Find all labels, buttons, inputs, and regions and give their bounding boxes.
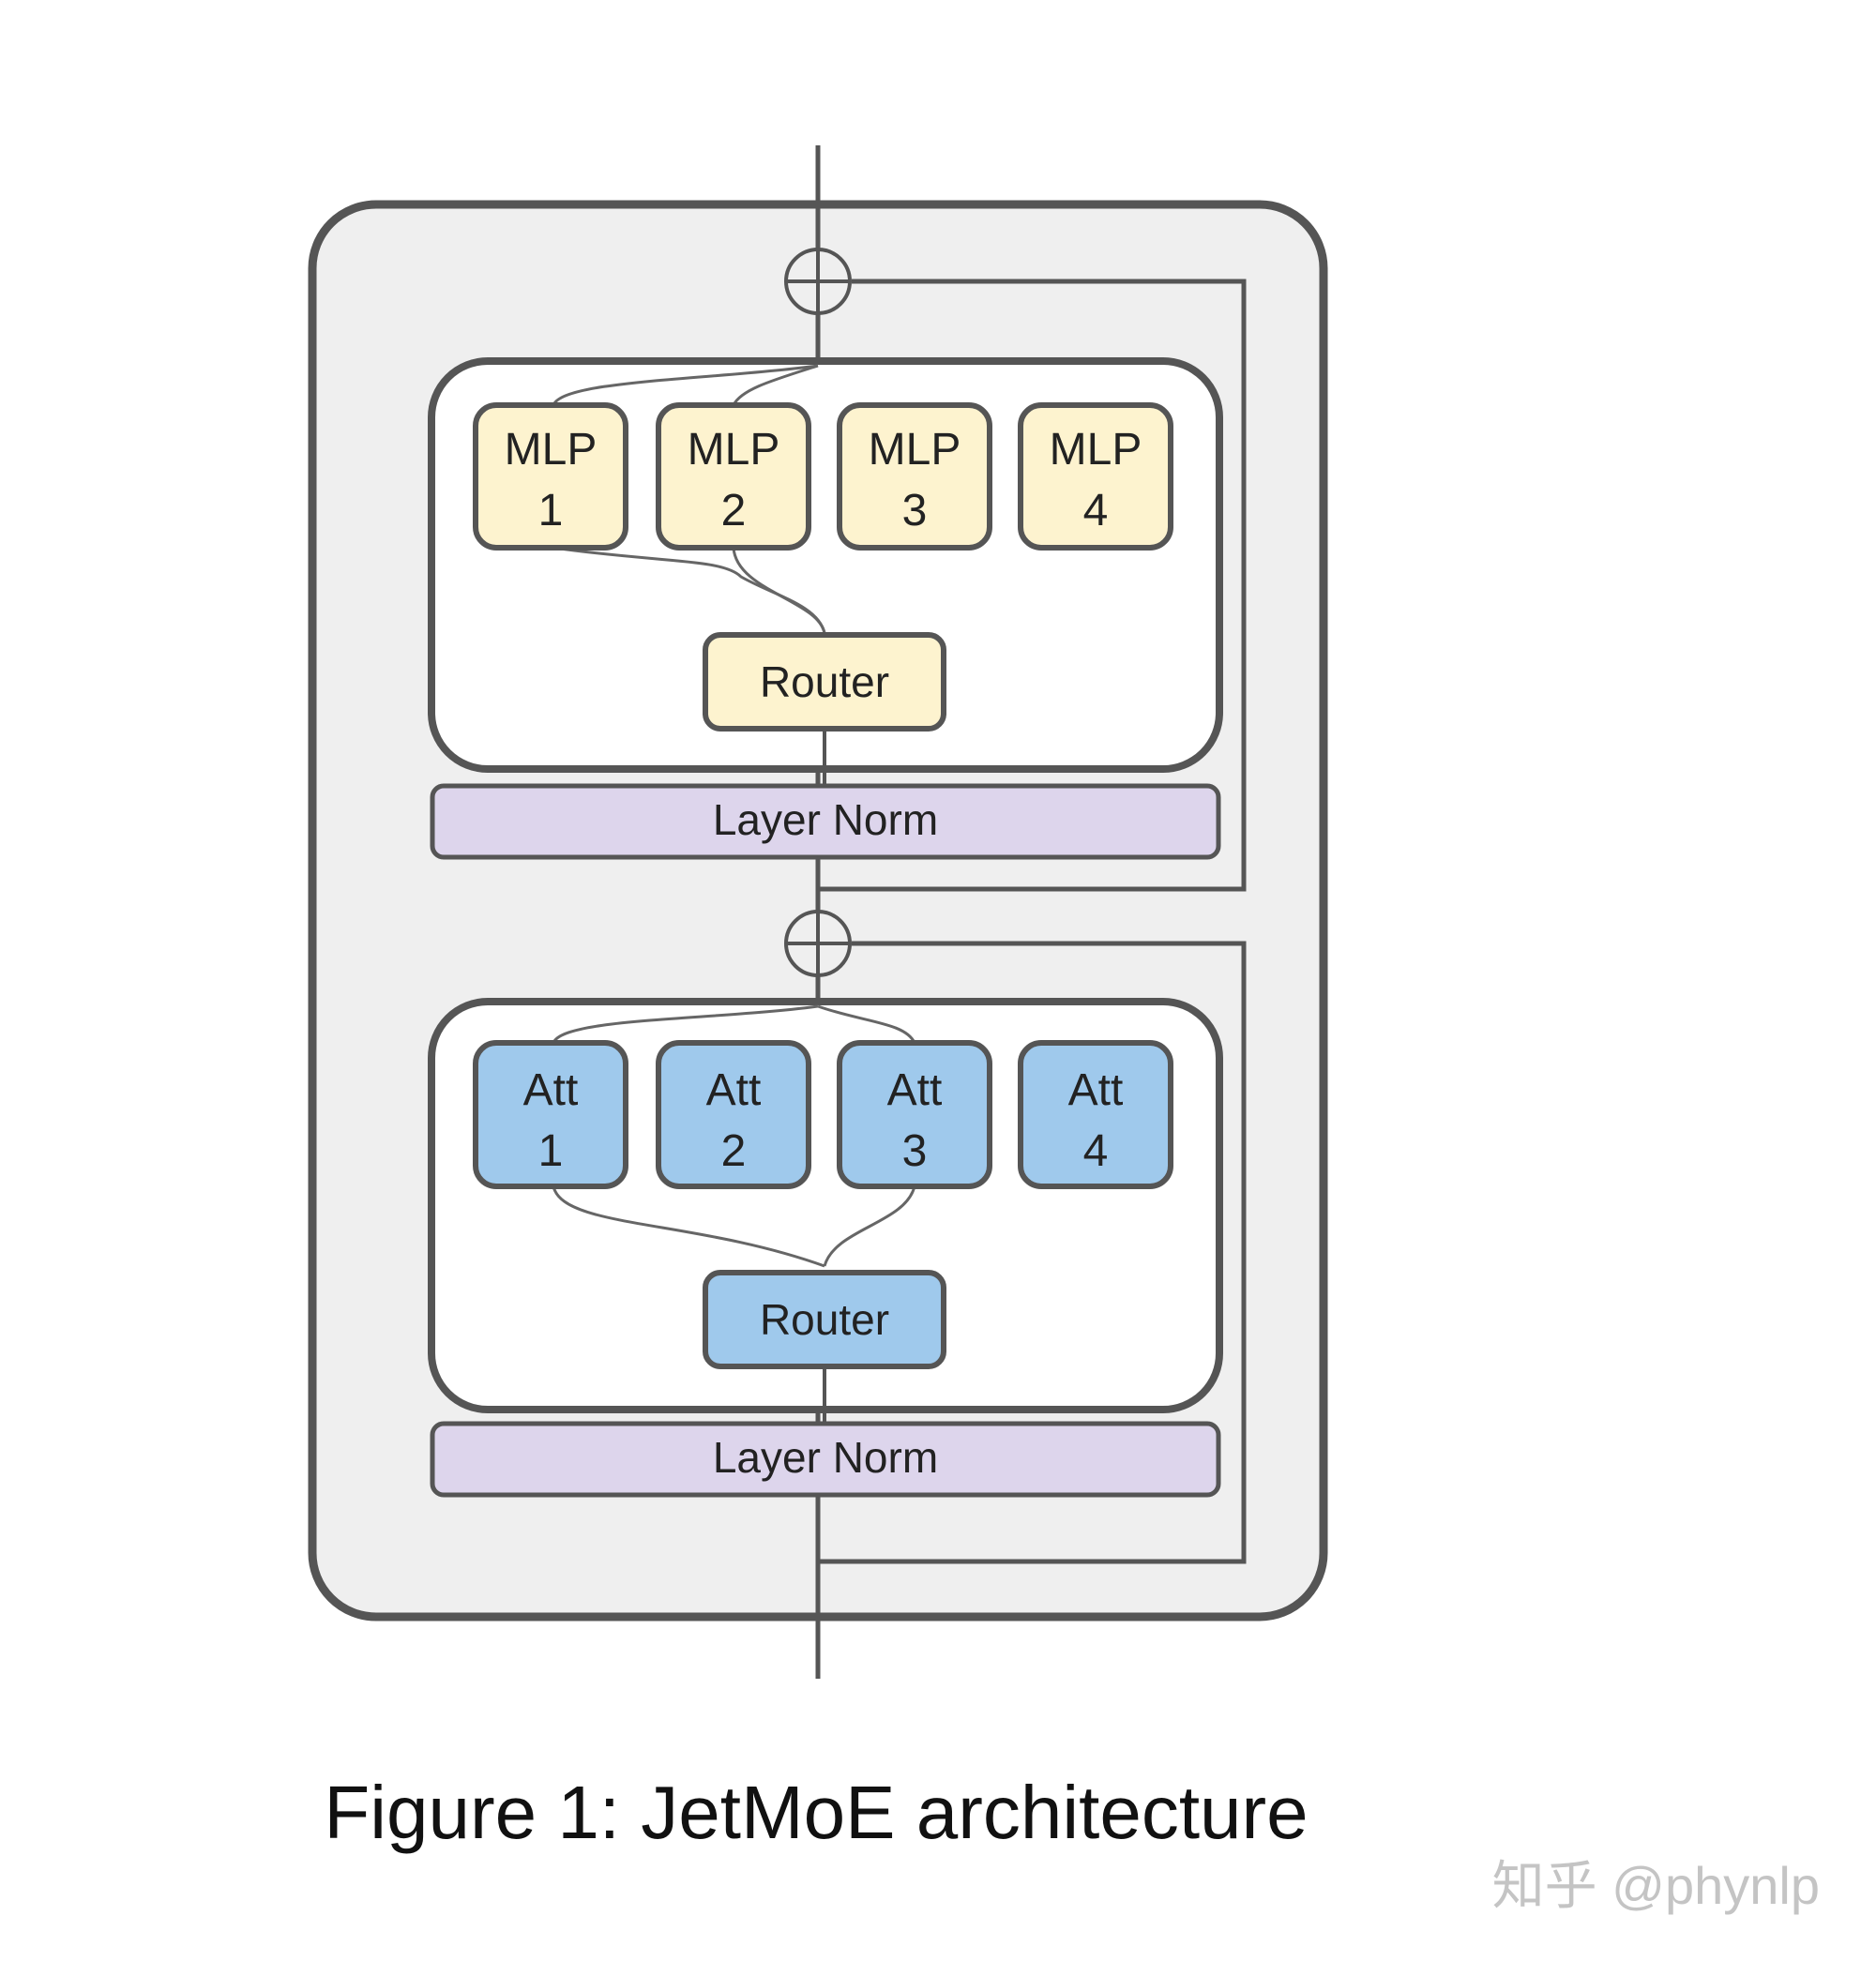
mlp-expert-2-number: 2 <box>721 486 747 535</box>
att-expert-4-label: Att <box>1068 1065 1124 1115</box>
mlp-expert-3-label: MLP <box>869 425 961 475</box>
att-expert-1: Att 1 <box>473 1040 628 1189</box>
att-expert-3-number: 3 <box>902 1126 928 1176</box>
att-expert-4-number: 4 <box>1083 1126 1109 1176</box>
mlp-expert-2: MLP 2 <box>656 402 811 551</box>
layer-norm-upper: Layer Norm <box>430 783 1221 860</box>
att-expert-3-label: Att <box>887 1065 943 1115</box>
mlp-expert-1-number: 1 <box>538 486 564 535</box>
residual-skip-bottom <box>818 941 1247 1564</box>
residual-add-lower-icon <box>784 910 852 977</box>
mlp-expert-3: MLP 3 <box>837 402 992 551</box>
mlp-expert-2-label: MLP <box>688 425 780 475</box>
att-expert-1-label: Att <box>523 1065 579 1115</box>
att-expert-4: Att 4 <box>1018 1040 1173 1189</box>
residual-add-upper-icon <box>784 248 852 315</box>
mlp-expert-4-label: MLP <box>1050 425 1142 475</box>
watermark: 知乎 @phynlp <box>1492 1856 1820 1915</box>
mlp-router: Router <box>703 632 946 732</box>
residual-skip-top <box>818 279 1247 892</box>
att-expert-1-number: 1 <box>538 1126 564 1176</box>
layer-norm-lower-label: Layer Norm <box>713 1433 938 1482</box>
mlp-router-label: Router <box>760 657 889 706</box>
layer-norm-lower: Layer Norm <box>430 1421 1221 1498</box>
attention-router: Router <box>703 1270 946 1369</box>
mlp-routing-lines <box>552 364 826 634</box>
mlp-expert-1-label: MLP <box>505 425 598 475</box>
att-expert-2-number: 2 <box>721 1126 747 1176</box>
mlp-expert-1: MLP 1 <box>473 402 628 551</box>
attention-routing-lines <box>552 1004 916 1268</box>
attention-router-label: Router <box>760 1295 889 1344</box>
att-expert-2: Att 2 <box>656 1040 811 1189</box>
att-expert-2-label: Att <box>706 1065 762 1115</box>
mlp-expert-4-number: 4 <box>1083 486 1109 535</box>
layer-norm-upper-label: Layer Norm <box>713 795 938 844</box>
mlp-expert-3-number: 3 <box>902 486 928 535</box>
att-expert-3: Att 3 <box>837 1040 992 1189</box>
mlp-expert-4: MLP 4 <box>1018 402 1173 551</box>
figure-caption: Figure 1: JetMoE architecture <box>324 1771 1308 1854</box>
